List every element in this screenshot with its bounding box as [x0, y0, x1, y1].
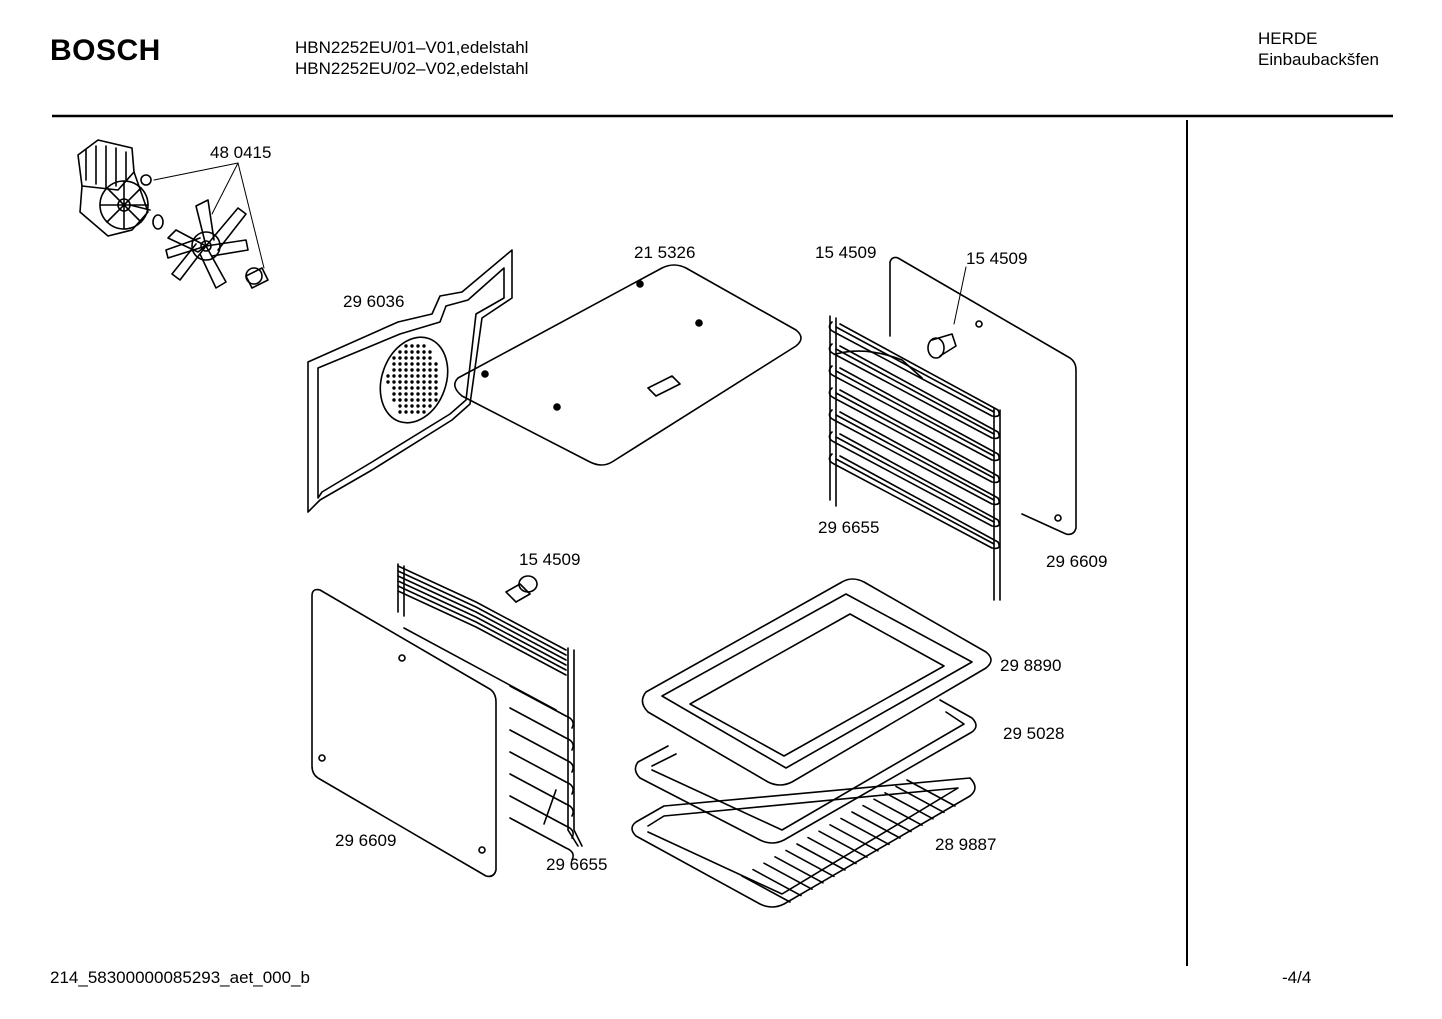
right-side-panel-drawing	[889, 256, 1077, 536]
label-left-nut: 15 4509	[519, 550, 580, 569]
label-right-panel: 29 6609	[1046, 552, 1107, 571]
page-number: -4/4	[1282, 968, 1312, 987]
label-right-panel-nut-side: 15 4509	[966, 249, 1027, 268]
label-baking-tray: 29 8890	[1000, 656, 1061, 675]
right-rail-frame	[829, 315, 1001, 601]
tray-frame-drawing	[634, 699, 977, 844]
left-side-panel-drawing	[311, 588, 497, 878]
back-wall-drawing	[307, 249, 513, 513]
category-line-2: Einbaubackšfen	[1258, 50, 1379, 69]
brand-logo: BOSCH	[50, 34, 161, 67]
baking-tray-drawing	[641, 578, 992, 786]
fan-motor-leader	[153, 162, 265, 269]
label-back-wall: 29 6036	[343, 292, 404, 311]
label-left-rail: 29 6655	[546, 855, 607, 874]
right-nut-leader	[953, 266, 967, 325]
label-left-panel: 29 6609	[335, 831, 396, 850]
document-id: 214_58300000085293_aet_000_b	[50, 968, 310, 987]
top-cover-drawing	[454, 264, 802, 466]
fan-grille-holes	[386, 344, 438, 414]
model-line-2: HBN2252EU/02–V02,edelstahl	[295, 59, 529, 78]
label-fan-motor: 48 0415	[210, 143, 271, 162]
category-line-1: HERDE	[1258, 29, 1318, 48]
fan-motor-drawing	[77, 139, 269, 289]
label-right-rail: 29 6655	[818, 518, 879, 537]
model-line-1: HBN2252EU/01–V01,edelstahl	[295, 38, 529, 57]
left-nut-drawing	[505, 575, 538, 603]
label-right-panel-nut-top: 15 4509	[815, 243, 876, 262]
left-rail-frame	[397, 563, 583, 847]
label-wire-rack: 28 9887	[935, 835, 996, 854]
left-shelf-rail-drawing	[397, 565, 574, 861]
right-shelf-rail-drawing	[828, 321, 1000, 550]
label-top-cover: 21 5326	[634, 243, 695, 262]
label-tray-frame: 29 5028	[1003, 724, 1064, 743]
wire-rack-drawing	[631, 777, 976, 908]
right-nut-drawing	[927, 333, 957, 359]
